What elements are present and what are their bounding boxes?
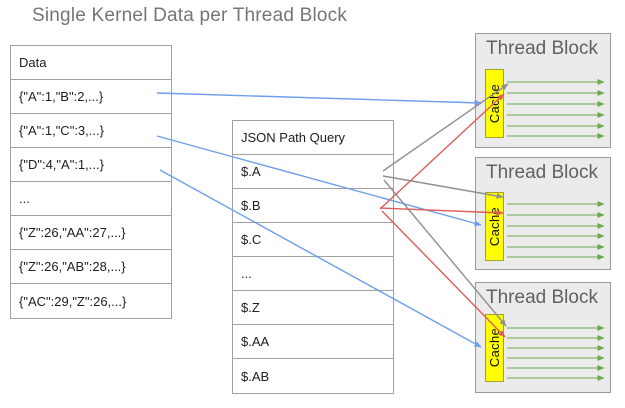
cache-label: Cache (487, 83, 502, 124)
thread-block-3: Thread Block Cache (475, 282, 611, 393)
table-row: ... (11, 182, 171, 216)
table-row: {"Z":26,"AA":27,...} (11, 216, 171, 250)
table-row: ... (233, 257, 393, 291)
data-table: Data {"A":1,"B":2,...}{"A":1,"C":3,...}{… (10, 45, 172, 319)
table-row: $.AA (233, 325, 393, 359)
table-row: $.A (233, 155, 393, 189)
thread-block-3-label: Thread Block (486, 287, 598, 308)
cache-label: Cache (487, 328, 502, 368)
thread-block-1: Thread Block Cache (475, 33, 611, 148)
table-row: {"D":4,"A":1,...} (11, 148, 171, 182)
table-row: {"AC":29,"Z":26,...} (19, 293, 127, 309)
thread-block-2-label: Thread Block (486, 162, 598, 183)
thread-block-1-label: Thread Block (486, 38, 598, 59)
thread-block-2-cache: Cache (485, 192, 504, 261)
table-row: $.Z (233, 291, 393, 325)
table-row: $.B (233, 189, 393, 223)
table-row: {"A":1,"C":3,...} (11, 114, 171, 148)
data-table-header: Data (11, 46, 171, 80)
query-table-header: JSON Path Query (233, 121, 393, 155)
json-path-query-table: JSON Path Query $.A$.B$.C...$.Z$.AA $.AB (232, 120, 394, 394)
thread-block-2: Thread Block Cache (475, 157, 611, 270)
table-row: {"Z":26,"AB":28,...} (11, 250, 171, 284)
diagram-title: Single Kernel Data per Thread Block (32, 5, 348, 26)
data-row1-to-tb1-cache-arrow (156, 92, 482, 106)
table-row: $.AB (241, 368, 270, 384)
thread-block-3-cache: Cache (485, 314, 504, 382)
table-row: {"A":1,"B":2,...} (11, 80, 171, 114)
thread-block-1-cache: Cache (485, 69, 504, 138)
cache-label: Cache (487, 206, 502, 247)
table-row: $.C (233, 223, 393, 257)
